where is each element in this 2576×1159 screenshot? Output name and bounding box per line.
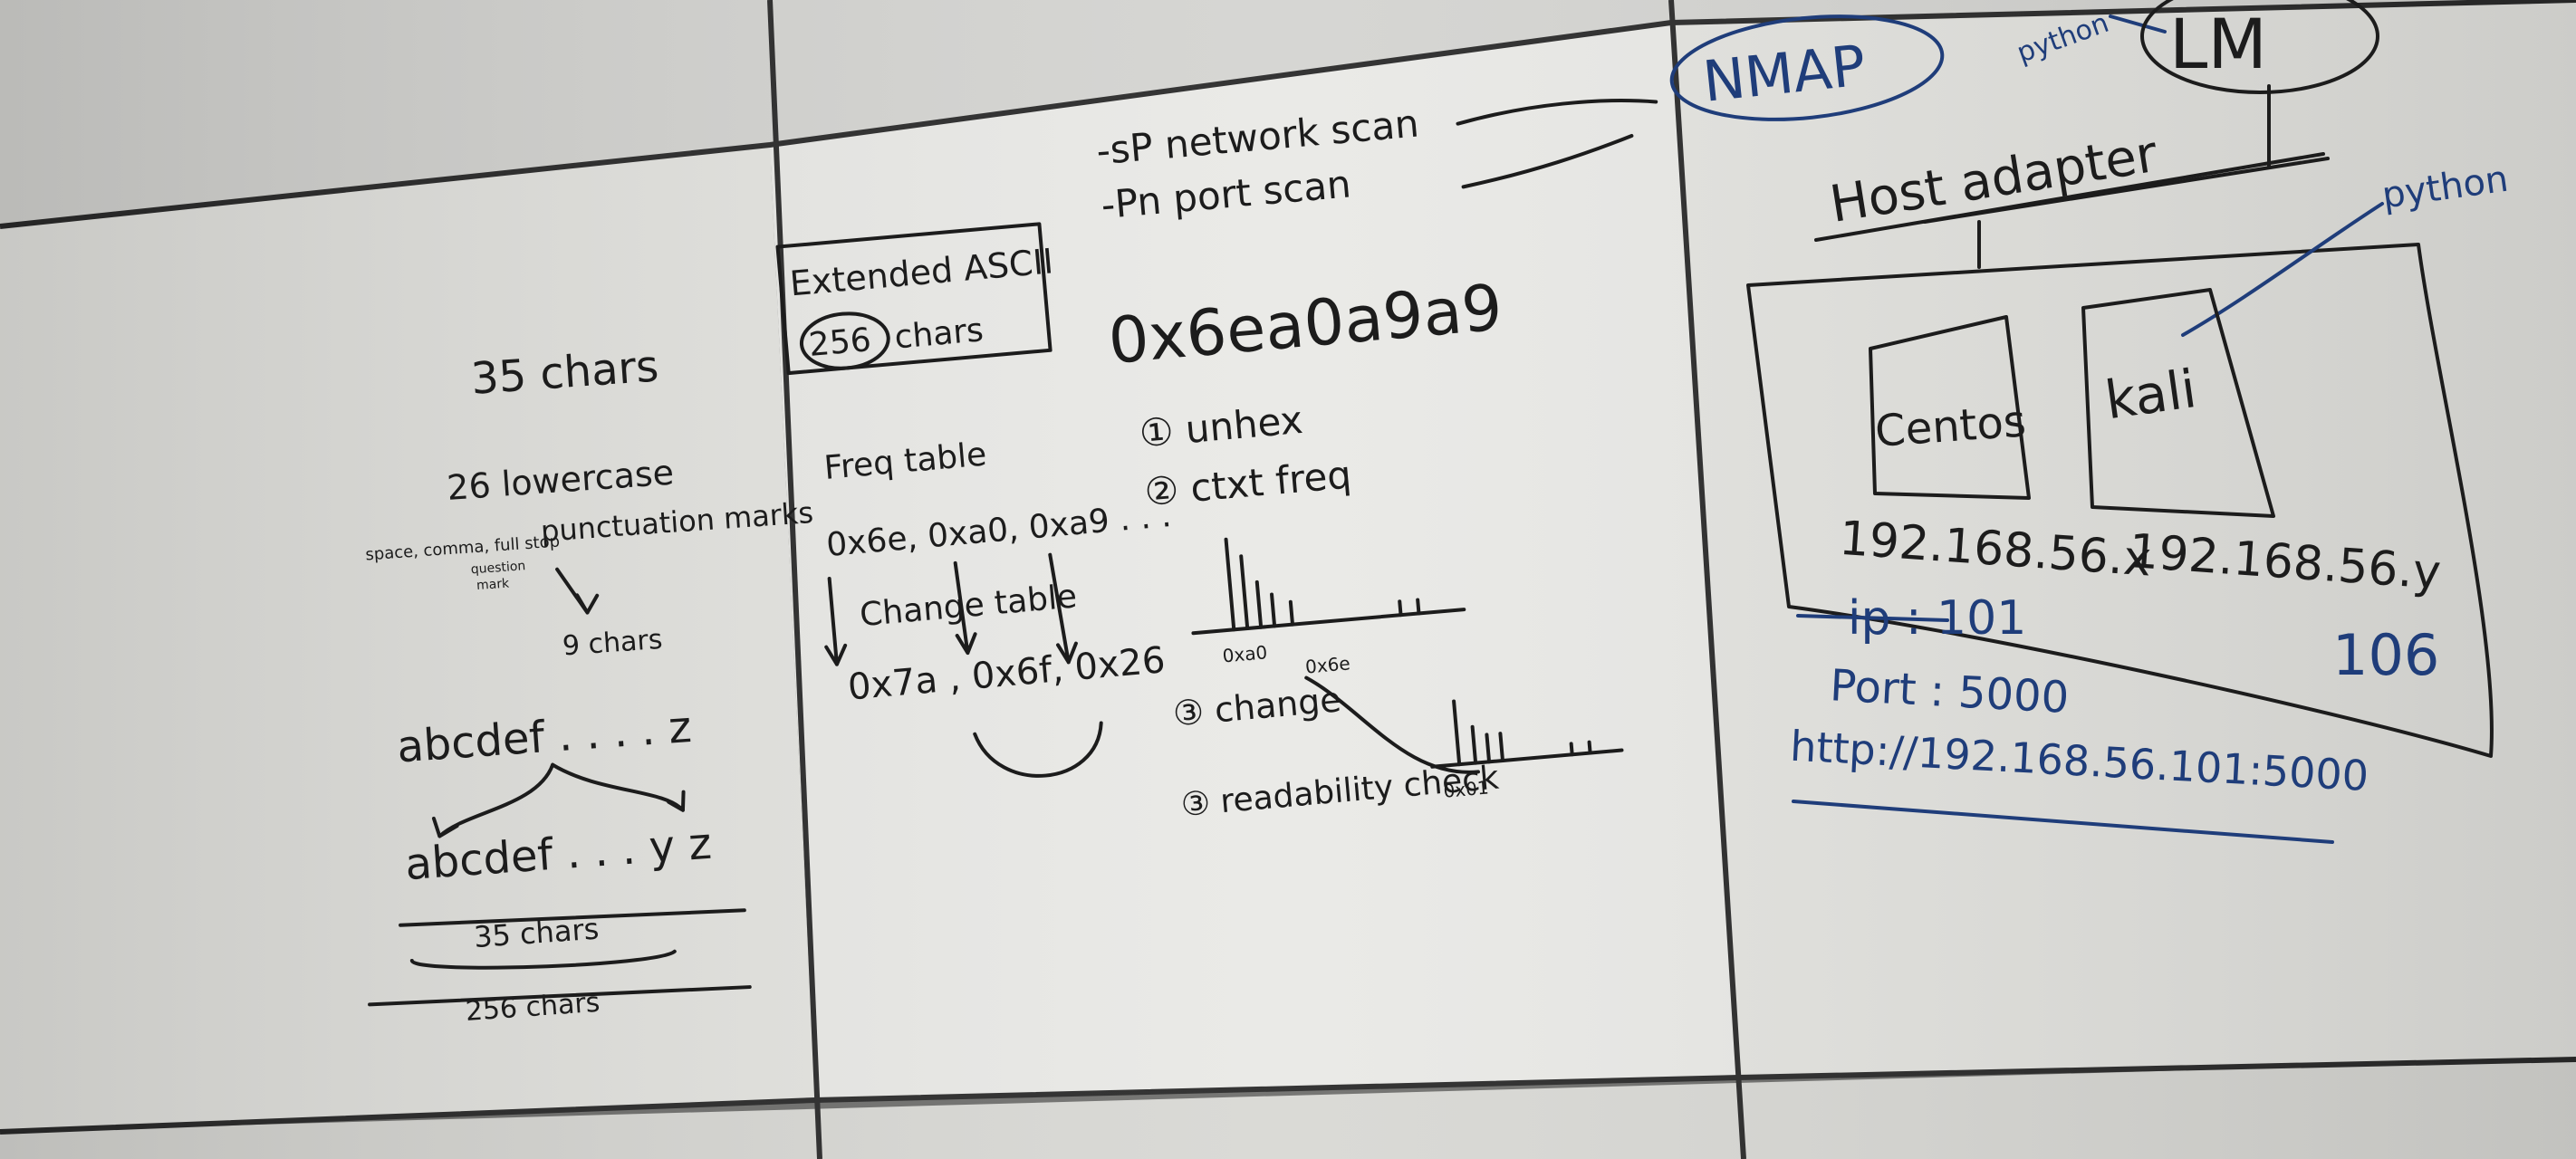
punct-small-label-2: question [470,559,525,577]
python-to-lm-line [2109,14,2167,34]
arrow-down-3 [1048,552,1078,665]
ip-101-label: ip : 101 [1848,591,2026,646]
lm-label: LM [2169,4,2267,84]
histogram-2-bar [1587,740,1592,755]
histogram-1-bar [1224,537,1236,632]
histogram-1-bar [1254,580,1264,629]
histogram-2-bar [1470,724,1478,765]
nmap-oval [1669,14,1945,121]
chars-256-word: chars [893,311,985,356]
histogram-1-bar [1270,592,1277,628]
swap-arc [973,721,1103,778]
circle-256 [799,311,890,370]
underline-256 [368,985,752,1007]
extended-ascii-box [775,222,1053,376]
arrow-down-1 [824,577,848,666]
arrow-punct [555,567,600,615]
scan-connector-line [1456,99,1658,126]
histogram-2-bar [1452,699,1462,767]
kali-vm-box [2081,288,2275,518]
host-adapter-bus [1814,152,2325,242]
histogram-1-bar [1288,599,1295,627]
histogram-2-bar [1485,733,1492,764]
bracket-35 [409,949,677,970]
mapping-arrow-1 [431,762,555,838]
ip-underline [1796,614,1949,622]
kali-label: kali [2101,358,2200,431]
underline-35 [399,908,746,927]
chars-9-label: 9 chars [562,624,664,663]
arrow-down-2 [953,560,977,656]
port-label: Port : 5000 [1829,660,2071,723]
host-adapter-bus-2 [1923,157,2330,224]
centos-vm-box [1869,315,2031,500]
python-to-kali-line [2181,202,2384,337]
centos-label: Centos [1873,396,2027,456]
punct-small-label-3: mark [476,576,511,593]
histogram-1-bar [1239,554,1250,631]
histogram-label-b: 0x6e [1304,652,1350,677]
scan-connector-line-2 [1461,133,1634,189]
histogram-1-bar [1398,599,1403,618]
change-curve [1304,675,1480,774]
histogram-label-c: 0x01 [1443,777,1490,802]
num-106-label: 106 [2332,622,2439,688]
url-underline [1792,800,2334,844]
host-machine-box [1746,243,2494,758]
histogram-2-bar [1498,732,1504,763]
lm-oval [2140,0,2379,94]
histogram-label-a: 0xa0 [1222,641,1268,666]
chars-256-number: 256 [807,321,872,364]
mapping-arrow-2 [551,762,686,812]
